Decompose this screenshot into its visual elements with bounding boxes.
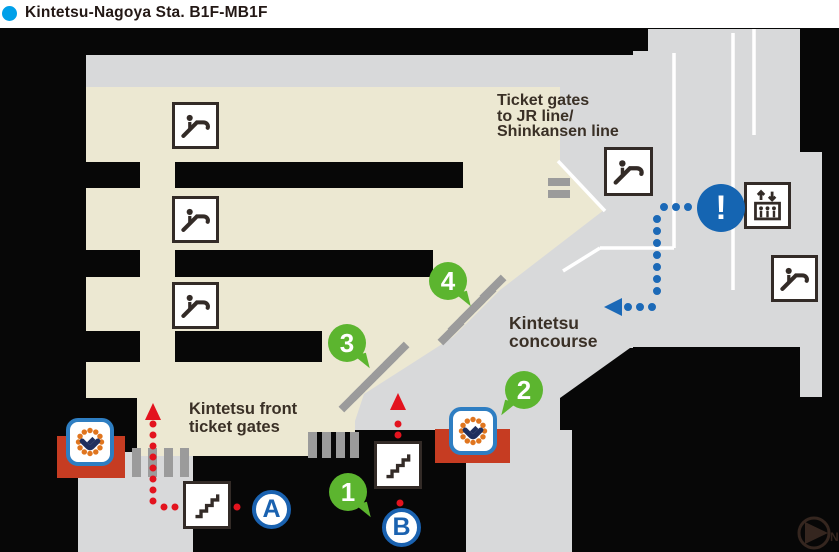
red-dotted-route-a (149, 420, 252, 511)
point-a-marker: A (252, 490, 291, 529)
compass-north-label: N (830, 530, 839, 544)
escalator-icon (172, 282, 219, 329)
stairs-icon (374, 441, 422, 489)
front-gate-machines (132, 432, 359, 477)
red-arrow-head-a (145, 403, 161, 420)
blue-dotted-route (620, 203, 692, 311)
wall-lines (556, 29, 756, 290)
bullet-icon (2, 5, 17, 21)
route-marker-1-label: 1 (340, 476, 356, 507)
route-marker-2: 2 (505, 371, 543, 409)
route-marker-1: 1 (329, 473, 367, 511)
seat-landmark-icon (66, 418, 114, 466)
kintetsu-concourse-label: Kintetsu concourse (509, 313, 598, 351)
route-marker-2-label: 2 (516, 374, 532, 405)
red-arrow-head-b (390, 393, 406, 410)
route-marker-3-label: 3 (339, 327, 355, 358)
alert-icon: ! (697, 184, 745, 232)
point-a-label: A (262, 495, 281, 523)
page-title: Kintetsu-Nagoya Sta. B1F-MB1F (25, 4, 268, 21)
escalator-icon (172, 196, 219, 243)
escalator-icon (771, 255, 818, 302)
point-b-marker: B (382, 508, 421, 547)
stairs-icon (183, 481, 231, 529)
kintetsu-front-ticket-gates-label: Kintetsu front ticket gates (189, 400, 298, 436)
stairs-hatch-route4 (437, 274, 507, 346)
track-bars (86, 162, 463, 362)
red-dotted-route-b (394, 409, 404, 507)
page-title-row: Kintetsu-Nagoya Sta. B1F-MB1F (2, 4, 268, 22)
alert-label: ! (715, 188, 727, 227)
escalator-icon (172, 102, 219, 149)
route-marker-4-label: 4 (440, 265, 456, 296)
blue-arrow-head (604, 298, 622, 316)
elevator-icon (744, 182, 791, 229)
compass-north-icon: N (797, 516, 839, 550)
route-marker-4: 4 (429, 262, 467, 300)
jr-gate-marks (548, 178, 570, 198)
escalator-icon (604, 147, 653, 196)
point-b-label: B (392, 513, 411, 541)
seat-landmark-icon (449, 407, 497, 455)
jr-ticket-gates-label: Ticket gates to JR line/ Shinkansen line (497, 92, 619, 140)
stairs-hatch-route3 (338, 341, 410, 413)
route-marker-3: 3 (328, 324, 366, 362)
